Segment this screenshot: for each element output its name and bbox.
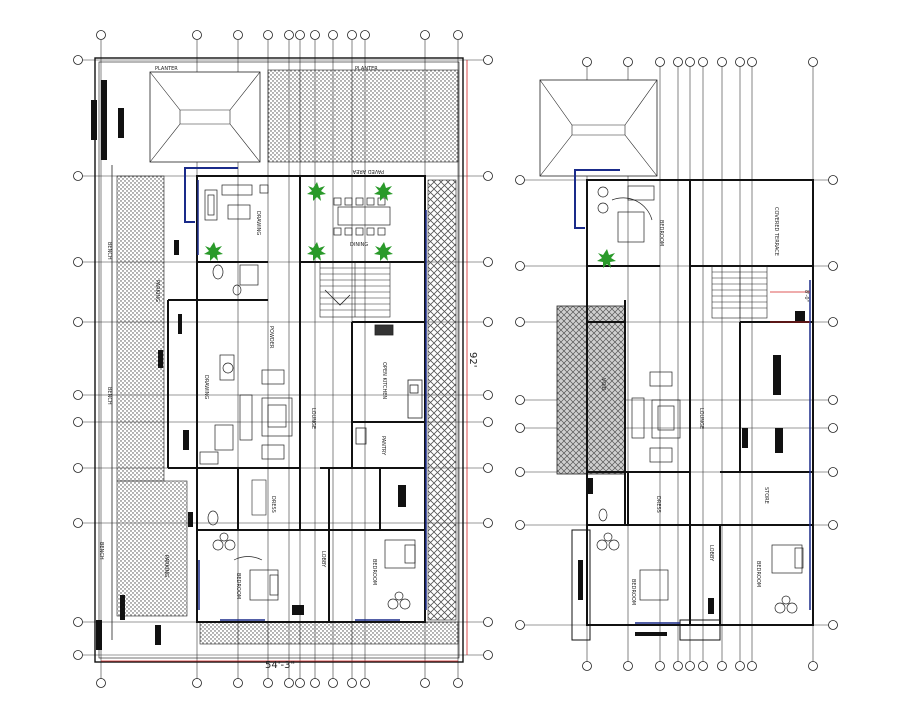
bedroom1-label: BEDROOM: [235, 573, 241, 599]
plan2-lobby-label: LOBBY: [708, 545, 714, 562]
parking-label: PARKING: [154, 280, 160, 302]
pantry-label: PANTRY: [380, 436, 386, 456]
parking-label-2: PARKING: [163, 555, 169, 577]
plan2-bedroom1-furniture: [597, 185, 655, 243]
plan2-bedroom2-furniture: [596, 508, 669, 601]
parking-left: [116, 175, 165, 482]
plan2-walls: [586, 179, 814, 626]
bedroom2-furniture: [384, 539, 416, 610]
porch-roof: [149, 71, 261, 163]
void-label: VOID: [600, 378, 606, 391]
dining-label: DINING: [350, 242, 368, 248]
plan2-bedroom1-label: BEDROOM: [658, 220, 664, 246]
plan2-porch-roof: [539, 79, 658, 177]
plan2-bedroom3-label: BEDROOM: [755, 561, 761, 587]
drawing-room-label: DRAWING: [255, 211, 261, 235]
plan1-walls: [167, 175, 426, 623]
front-yard-hatch: [267, 69, 459, 163]
plant-icons: [204, 182, 393, 261]
plan2-plant-icon: [597, 249, 616, 268]
plan1-staircase: [319, 261, 391, 318]
dim-width-label: 54'-3": [265, 660, 295, 671]
plan2-store-label: STORE: [763, 487, 769, 504]
bench-label-3: BENCH: [98, 542, 104, 560]
lounge-label: LOUNGE: [310, 408, 316, 429]
plan2-dress-label: DRESS: [655, 496, 661, 513]
plot-boundary-inner: [98, 61, 460, 659]
plan2-blue-bay: [574, 169, 620, 229]
plan2-dim-label: 8'-0": [803, 290, 809, 302]
plan2-bedroom2-label: BEDROOM: [630, 579, 636, 605]
lounge-furniture: [239, 369, 293, 460]
powder-fixtures: [207, 264, 259, 526]
bench-label-2: BENCH: [106, 387, 112, 405]
dress-wardrobe: [251, 479, 267, 516]
void-hatch: [556, 305, 626, 475]
open-kitchen-label: OPEN KITCHEN: [381, 362, 387, 399]
plan2-lounge-furniture: [631, 371, 681, 463]
plan2-solid-elements: [578, 311, 805, 636]
planter-label-2: PLANTER: [355, 66, 378, 72]
parking-left-lower: [116, 480, 188, 617]
plan2-staircase: [711, 265, 768, 319]
bedroom2-label: BEDROOM: [371, 559, 377, 585]
dress-label: DRESS: [270, 496, 276, 513]
blue-bay-wall: [184, 167, 238, 223]
family-room-furniture: [199, 354, 235, 465]
plan1-grid-bubbles: [73, 30, 493, 688]
plan2-grid-bubbles: [515, 57, 838, 671]
plan-1: PLANTER PLANTER PAVED AREA PARKING PARKI…: [73, 30, 493, 688]
lobby-label: LOBBY: [320, 551, 326, 568]
plan2-balcony-left: [571, 529, 591, 641]
rear-hatch: [199, 621, 459, 645]
plan2-terrace-label: COVERED TERRACE: [773, 207, 779, 256]
plan2-roof-hips: [539, 79, 658, 177]
side-passage-hatch: [427, 179, 457, 621]
plan2-balcony-rear: [679, 619, 721, 641]
powder-label: POWDER: [268, 326, 274, 349]
planter-label-1: PLANTER: [155, 66, 178, 72]
bedroom1-furniture: [212, 532, 279, 601]
plot-boundary: [94, 57, 464, 663]
plan2-bedroom3-furniture: [771, 544, 804, 614]
kitchen-fixtures: [355, 324, 423, 445]
porch-roof-hips: [149, 71, 261, 163]
family-label: DRAWING: [203, 375, 209, 399]
paved-area-label: PAVED AREA: [352, 168, 384, 174]
dining-table-set: [333, 197, 391, 236]
plan2-lounge-label: LOUNGE: [698, 408, 704, 429]
drawing-room-sofas: [204, 184, 269, 221]
dim-height-label: 92': [467, 352, 478, 367]
plan1-solid-elements: [91, 80, 406, 650]
plan-2: VOID 8'-0": [515, 57, 838, 671]
bench-label-1: BENCH: [106, 242, 112, 260]
